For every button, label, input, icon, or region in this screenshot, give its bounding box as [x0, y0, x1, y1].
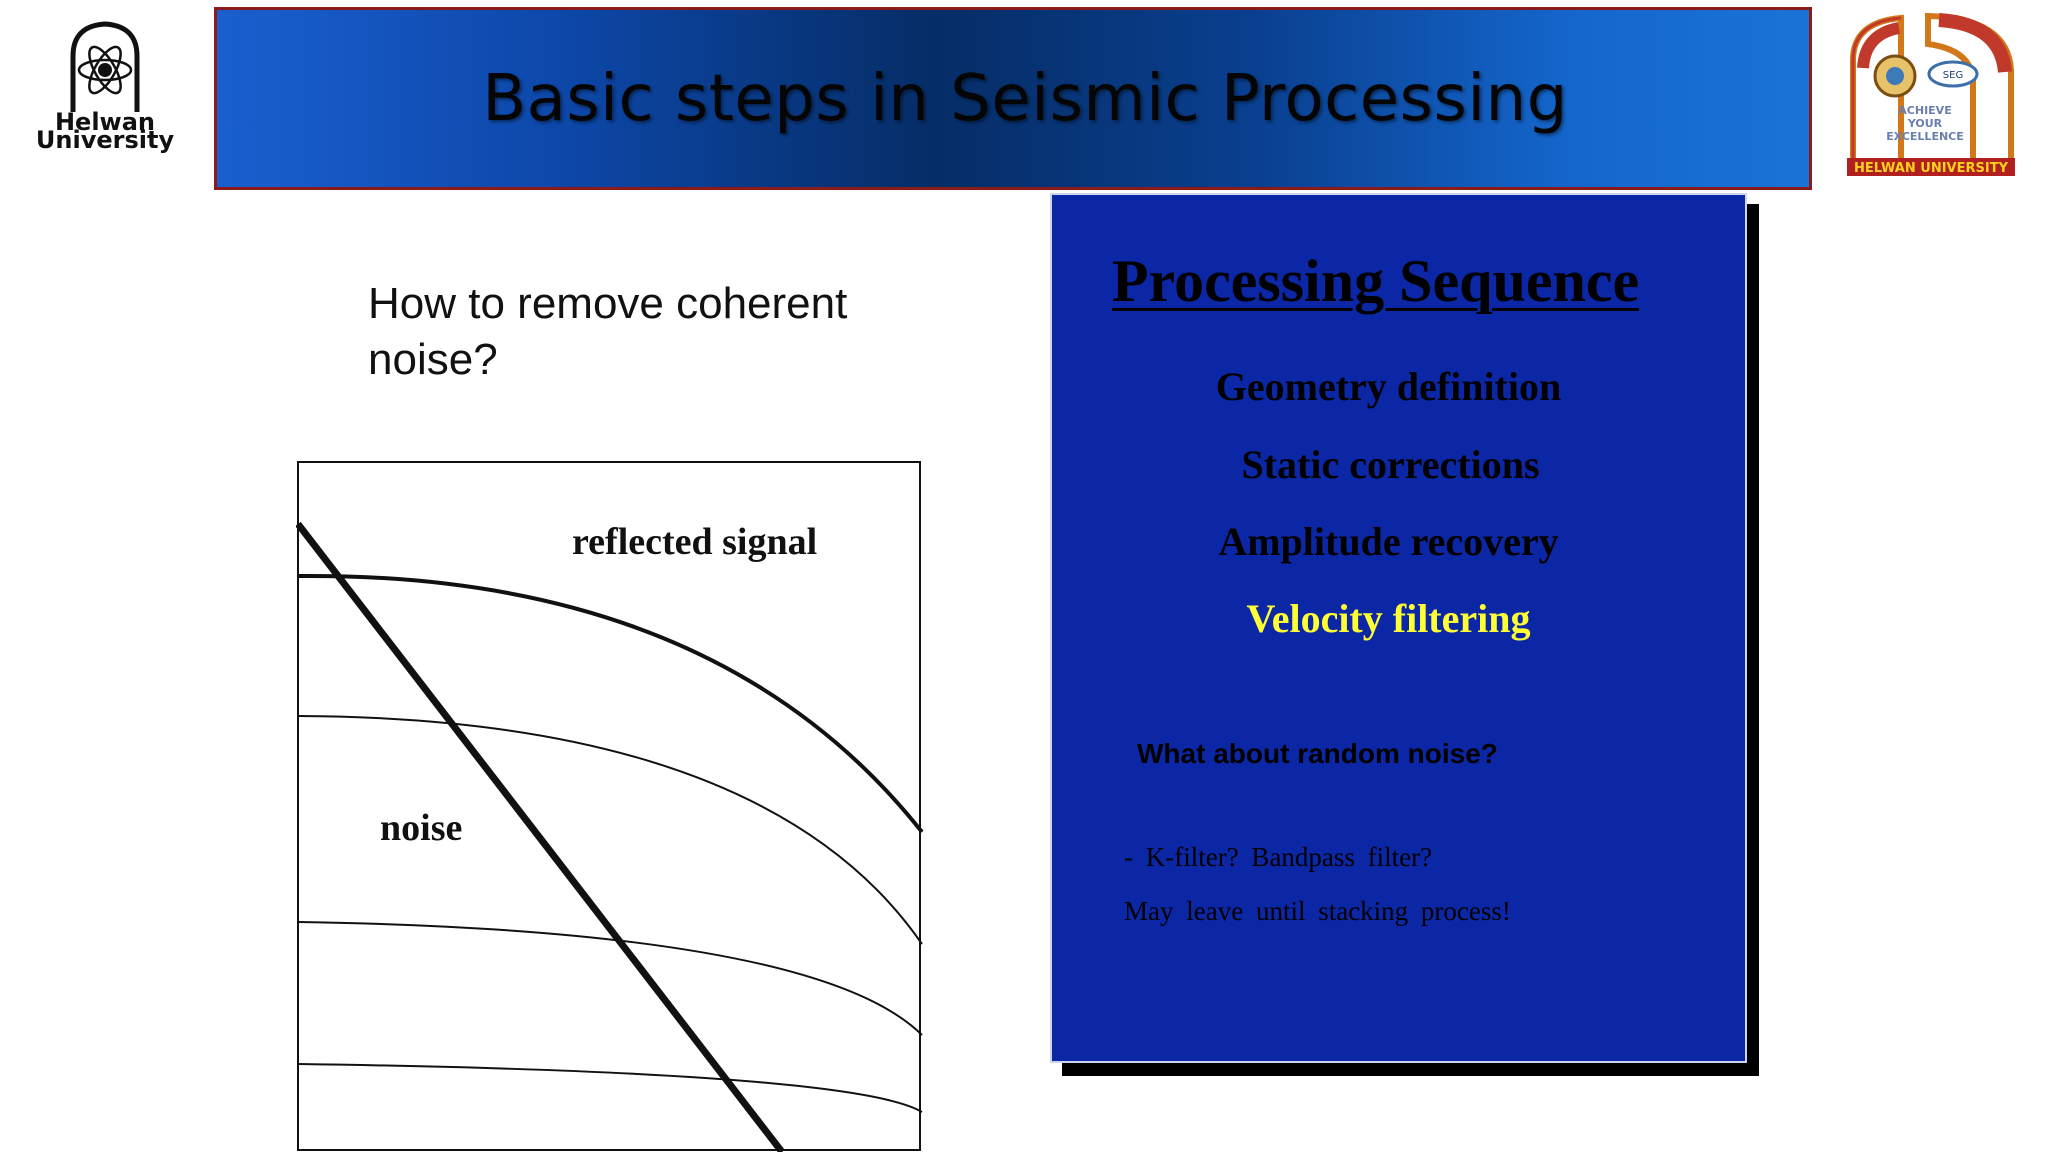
stacking-note: May leave until stacking process! [1124, 896, 1511, 926]
seal-text: SEG [1943, 70, 1963, 81]
seismic-diagram: reflected signal noise [295, 460, 928, 1152]
logo-text-line2: University [35, 126, 175, 154]
random-noise-question: What about random noise? [1137, 738, 1498, 769]
coherent-noise-question: How to remove coherent noise? [368, 279, 848, 384]
filter-note: - K-filter? Bandpass filter? [1124, 842, 1433, 872]
logo-banner-text: HELWAN UNIVERSITY [1854, 161, 2009, 176]
reflection-curve-2 [297, 715, 923, 945]
page-title: Basic steps in Seismic Processing [482, 61, 1568, 136]
step-geometry-definition: Geometry definition [1215, 364, 1562, 409]
society-emblem-icon: SEG ACHIEVE YOUR EXCELLENCE HELWAN UNIVE… [1847, 12, 2015, 176]
logo-text-line1: Helwan [54, 108, 156, 136]
step-static-corrections: Static corrections [1241, 442, 1540, 487]
motto-line2: YOUR [1907, 117, 1943, 130]
motto-line3: EXCELLENCE [1886, 130, 1964, 143]
step-amplitude-recovery: Amplitude recovery [1218, 519, 1559, 564]
noise-line [295, 521, 785, 1152]
processing-title: Processing Sequence [1111, 248, 1640, 314]
reflection-curve-4 [297, 1063, 923, 1113]
reflected-signal-label: reflected signal [572, 521, 818, 563]
society-logo: SEG ACHIEVE YOUR EXCELLENCE HELWAN UNIVE… [1843, 10, 2018, 180]
step-velocity-filtering: Velocity filtering [1246, 596, 1531, 641]
reflection-curve-3 [297, 921, 923, 1036]
processing-sequence-box: Processing Sequence Geometry definition … [1050, 193, 1747, 1063]
header-banner: Basic steps in Seismic Processing [214, 7, 1812, 190]
reflection-curve-1 [297, 573, 924, 834]
noise-label: noise [380, 807, 463, 849]
motto-line1: ACHIEVE [1898, 104, 1951, 117]
atom-emblem-icon [70, 21, 140, 112]
diagram-frame [297, 461, 921, 1151]
seismic-diagram-svg [295, 461, 924, 1152]
helwan-university-logo: Helwan University [30, 20, 180, 170]
